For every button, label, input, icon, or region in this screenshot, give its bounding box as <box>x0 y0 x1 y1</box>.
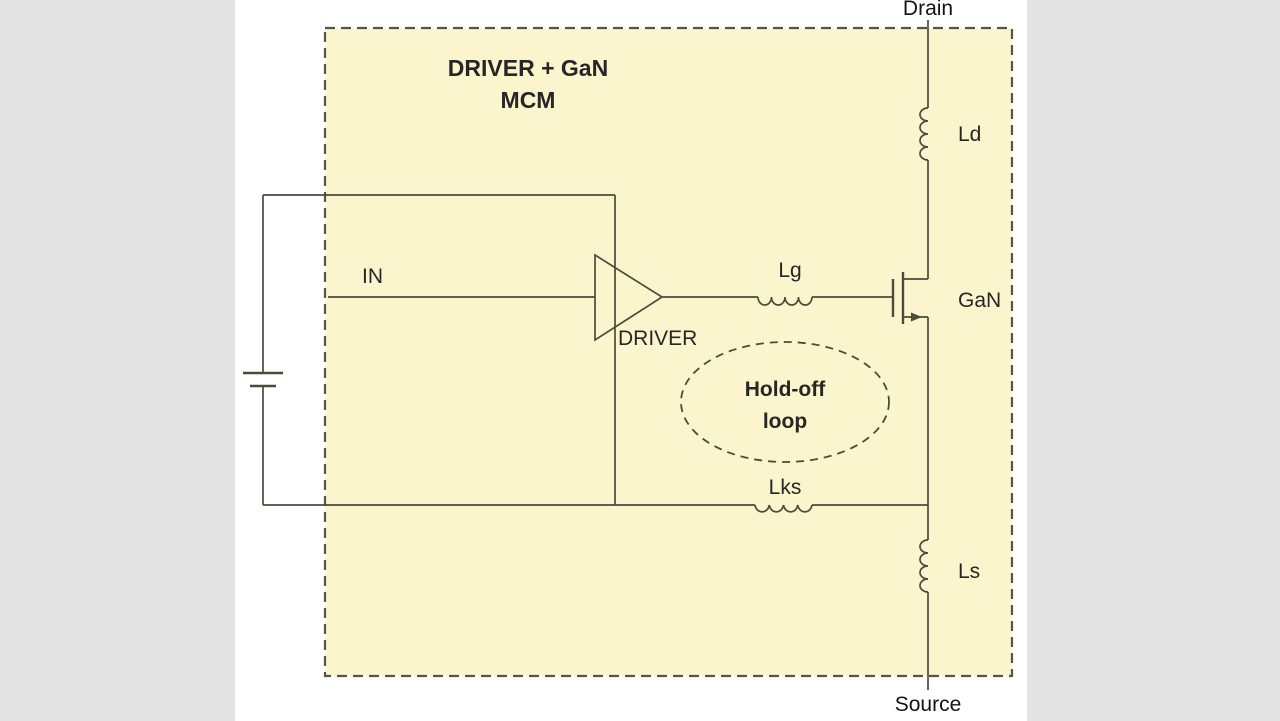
module-title-line2: MCM <box>501 87 556 113</box>
transistor-source-arrow <box>911 312 922 322</box>
inductor-ls <box>919 539 929 593</box>
hold-off-loop-ellipse <box>680 341 890 463</box>
inductor-ld <box>919 107 929 161</box>
inductor-ld-label: Ld <box>958 123 981 146</box>
mcm-module-boundary <box>323 26 1014 678</box>
hold-off-loop-label-line2: loop <box>763 410 807 433</box>
driver-label: DRIVER <box>618 327 697 350</box>
inductor-lg <box>757 296 813 306</box>
source-terminal-label: Source <box>895 693 962 716</box>
inductor-lg-label: Lg <box>778 259 801 282</box>
gan-transistor-label: GaN <box>958 289 1001 312</box>
hold-off-loop-label-line1: Hold-off <box>745 378 826 401</box>
drain-terminal-label: Drain <box>903 0 953 20</box>
inductor-lks-label: Lks <box>769 476 802 499</box>
inductor-ls-label: Ls <box>958 560 980 583</box>
input-label: IN <box>362 265 383 288</box>
inductor-lks <box>754 504 813 513</box>
module-title-line1: DRIVER + GaN <box>448 55 608 81</box>
driver-amplifier-symbol <box>594 253 664 342</box>
